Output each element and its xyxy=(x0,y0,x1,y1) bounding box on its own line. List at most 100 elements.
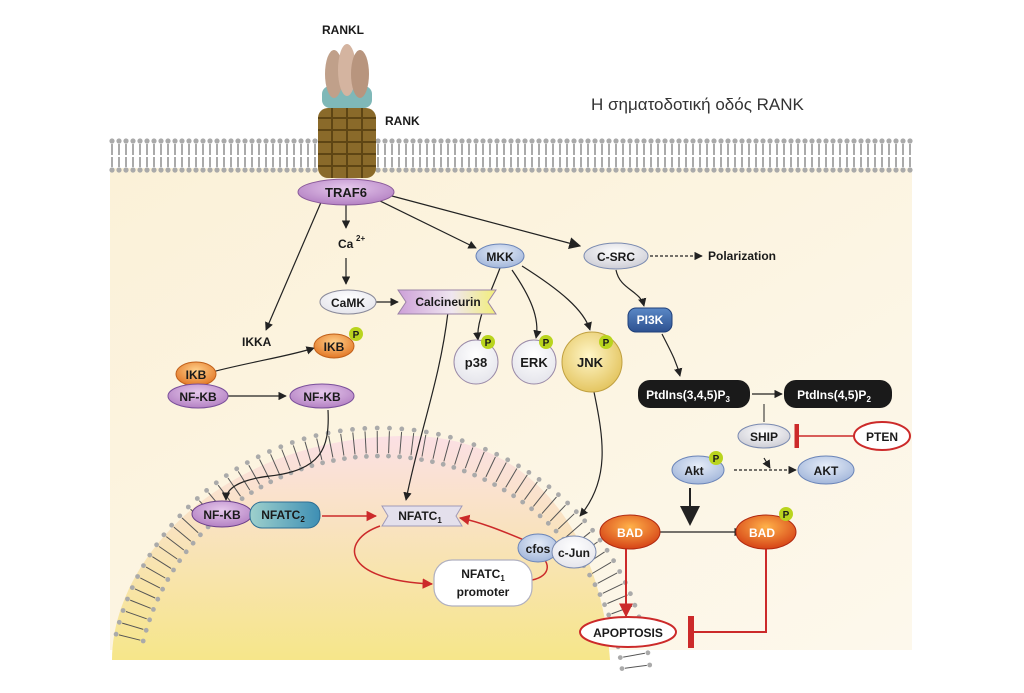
membrane-lipid xyxy=(123,167,129,173)
membrane-lipid xyxy=(487,167,493,173)
nuclear-lipid xyxy=(278,444,284,450)
nuclear-lipid xyxy=(624,664,647,669)
nuclear-lipid xyxy=(617,655,623,660)
membrane-lipid xyxy=(844,167,850,173)
nuclear-lipid xyxy=(573,509,579,515)
nuclear-lipid xyxy=(145,566,166,579)
ca-label: Ca xyxy=(338,237,354,251)
nuclear-lipid xyxy=(143,627,149,633)
membrane-lipid xyxy=(228,167,234,173)
membrane-lipid xyxy=(291,138,297,144)
nuclear-lipid xyxy=(423,429,429,435)
membrane-lipid xyxy=(235,138,241,144)
calcineurin-node xyxy=(397,289,497,315)
membrane-lipid xyxy=(585,167,591,173)
arrow-calcineurin-nfatc1 xyxy=(403,311,449,501)
membrane-lipid xyxy=(781,167,787,173)
nuclear-lipid xyxy=(492,482,497,487)
nuclear-lipid xyxy=(352,432,356,455)
bad-node xyxy=(599,514,661,550)
nuclear-lipid xyxy=(514,474,528,494)
membrane-lipid xyxy=(578,167,584,173)
membrane-lipid xyxy=(389,138,395,144)
membrane-lipid xyxy=(144,138,150,144)
membrane-lipid xyxy=(697,167,703,173)
polarization-label: Polarization xyxy=(708,249,776,263)
membrane-lipid xyxy=(445,167,451,173)
arrow-ikb-ikbp xyxy=(211,346,315,373)
nfatc1-promoter-node xyxy=(433,559,533,607)
membrane-lipid xyxy=(466,138,472,144)
membrane-lipid xyxy=(774,138,780,144)
promoter-label-line1: NFATC1 xyxy=(461,567,505,583)
membrane-lipid xyxy=(879,167,885,173)
nuclear-lipid xyxy=(134,588,156,599)
membrane-lipid xyxy=(592,138,598,144)
nuclear-lipid xyxy=(234,466,240,472)
membrane-lipid xyxy=(662,167,668,173)
membrane-lipid xyxy=(725,138,731,144)
membrane-lipid xyxy=(795,167,801,173)
membrane-lipid xyxy=(781,138,787,144)
nuclear-lipid xyxy=(249,490,254,495)
membrane-lipid xyxy=(704,138,710,144)
nuclear-lipid xyxy=(171,567,176,573)
membrane-lipid xyxy=(137,167,143,173)
p38-label: p38 xyxy=(465,355,487,370)
membrane-lipid xyxy=(221,138,227,144)
membrane-lipid xyxy=(837,138,843,144)
nuclear-lipid xyxy=(364,454,369,459)
membrane-lipid xyxy=(851,138,857,144)
membrane-lipid xyxy=(221,167,227,173)
membrane-lipid xyxy=(907,167,913,173)
membrane-lipid xyxy=(851,167,857,173)
membrane-lipid xyxy=(655,167,661,173)
membrane-lipid xyxy=(690,167,696,173)
membrane-lipid xyxy=(242,167,248,173)
nuclear-lipid xyxy=(451,465,457,470)
membrane-lipid xyxy=(508,167,514,173)
nuclear-lipid xyxy=(161,532,167,538)
membrane-lipid xyxy=(270,138,276,144)
nuclear-lipid xyxy=(141,563,146,568)
membrane-lipid xyxy=(900,167,906,173)
nuclear-lipid xyxy=(267,449,272,454)
phospho-badge xyxy=(599,335,613,349)
nuclear-lipid xyxy=(536,477,542,482)
nuclear-lipid xyxy=(375,453,380,459)
nuclear-lipid xyxy=(485,456,496,478)
membrane-lipid xyxy=(816,167,822,173)
nuclear-lipid xyxy=(313,433,319,438)
p38-node xyxy=(453,339,499,385)
nuclear-lipid xyxy=(461,468,467,474)
nuclear-lipid xyxy=(386,453,391,459)
membrane-lipid xyxy=(445,138,451,144)
nuclear-lipid xyxy=(328,435,334,458)
membrane-lipid xyxy=(263,167,269,173)
membrane-lipid xyxy=(557,167,563,173)
membrane-lipid xyxy=(641,138,647,144)
rank-receptor-complex xyxy=(318,44,376,178)
traf6-node xyxy=(297,178,395,206)
membrane-lipid xyxy=(655,138,661,144)
membrane-lipid xyxy=(186,167,192,173)
nuclear-lipid xyxy=(158,546,178,560)
membrane-lipid xyxy=(473,138,479,144)
nuclear-lipid xyxy=(602,602,607,608)
membrane-lipid xyxy=(739,138,745,144)
nuclear-lipid xyxy=(604,547,610,553)
membrane-lipid xyxy=(571,138,577,144)
membrane-lipid xyxy=(452,138,458,144)
apoptosis-node xyxy=(579,616,677,648)
membrane-lipid xyxy=(648,167,654,173)
nuclear-lipid xyxy=(505,468,518,488)
nuclear-lipid xyxy=(549,504,566,522)
membrane-lipid xyxy=(256,138,262,144)
membrane-lipid xyxy=(403,167,409,173)
arrow-nfatc1-promoter xyxy=(353,525,434,589)
nuclear-lipid xyxy=(516,463,521,469)
membrane-lipid xyxy=(284,167,290,173)
nuclear-lipid xyxy=(237,471,251,491)
membrane-lipid xyxy=(858,167,864,173)
membrane-lipid xyxy=(417,167,423,173)
